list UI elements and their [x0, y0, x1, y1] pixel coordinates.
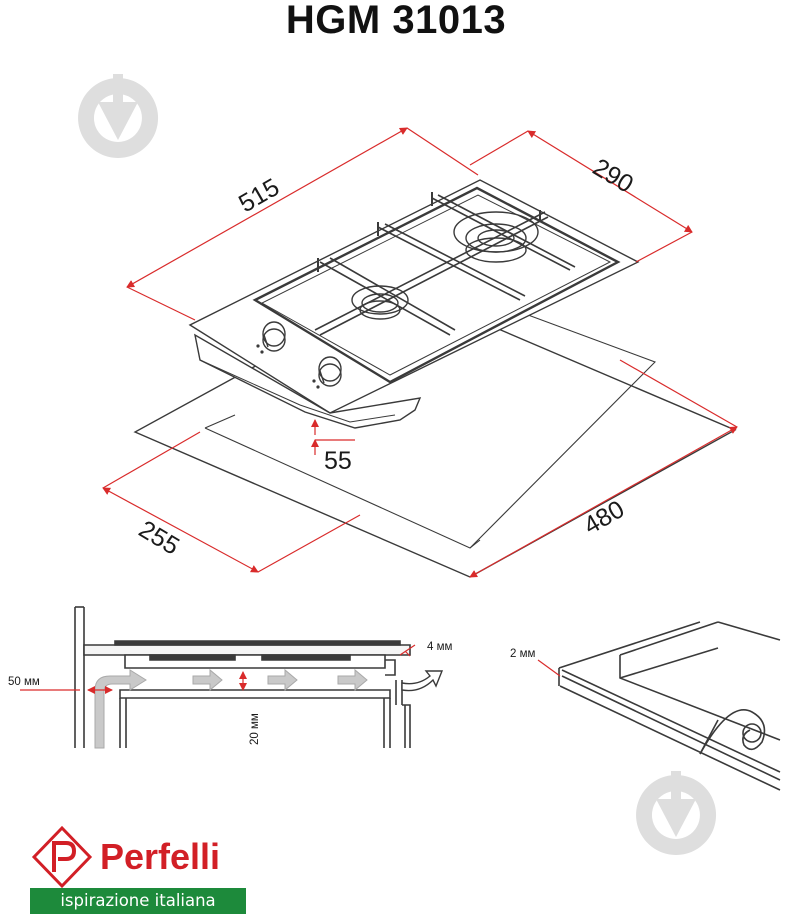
countertop [83, 644, 411, 656]
dim-height-label: 55 [324, 447, 352, 475]
dim-depth-label: 290 [588, 153, 638, 198]
dim-cutout-depth-label: 255 [134, 515, 184, 560]
installation-section [74, 606, 411, 748]
dimension-lines [102, 127, 738, 578]
side-clearance-label: 50 мм [8, 676, 40, 688]
brand-slogan: ispirazione italiana [30, 888, 246, 914]
hob-plate [114, 640, 401, 646]
hob-body [194, 333, 422, 429]
dim-width-label: 515 [234, 173, 284, 218]
hob-isometric-view [133, 179, 737, 578]
page-title: HGM 31013 [285, 0, 507, 42]
arrow-right-icon [401, 670, 444, 692]
under-gap-label: 20 мм [249, 713, 261, 745]
vent-gap-label: 4 мм [427, 641, 452, 653]
seal-dimension-line [537, 659, 561, 677]
seal-thickness-label: 2 мм [510, 648, 535, 660]
dim-cutout-width-label: 480 [579, 495, 629, 540]
placeholder-image-icon [636, 771, 717, 856]
install-dimension-lines [20, 644, 416, 694]
control-knob-1 [262, 321, 286, 352]
control-knob-2 [318, 356, 342, 387]
airflow-arrows [94, 668, 368, 749]
placeholder-image-icon [78, 74, 159, 158]
wall [74, 607, 85, 748]
seal-detail [558, 621, 781, 791]
brand-logo-icon [31, 825, 93, 889]
brand-name: Perfelli [100, 836, 221, 877]
